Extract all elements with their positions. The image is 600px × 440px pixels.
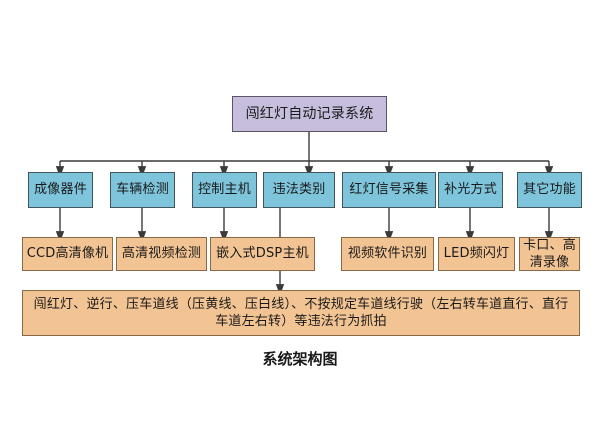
- node-level1-label: 成像器件: [34, 182, 87, 198]
- node-level2-label: 卡口、高清录像: [523, 237, 576, 270]
- node-level1-imaging-device[interactable]: 成像器件: [28, 172, 93, 208]
- node-level1-other-functions[interactable]: 其它功能: [517, 172, 582, 208]
- node-level1-vehicle-detection[interactable]: 车辆检测: [110, 172, 175, 208]
- node-detail-violations[interactable]: 闯红灯、逆行、压车道线（压黄线、压白线）、不按规定车道线行驶（左右转车道直行、直…: [22, 290, 580, 336]
- node-level2-label: 视频软件识别: [347, 246, 428, 262]
- node-level1-label: 违法类别: [272, 182, 326, 198]
- node-level1-fill-light-mode[interactable]: 补光方式: [438, 172, 503, 208]
- node-level2-label: 嵌入式DSP主机: [216, 246, 309, 262]
- node-root[interactable]: 闯红灯自动记录系统: [232, 96, 387, 132]
- node-level1-label: 其它功能: [523, 182, 576, 198]
- node-level2-label: 高清视频检测: [121, 246, 202, 262]
- node-level1-label: 补光方式: [444, 182, 497, 198]
- node-level2-embedded-dsp-host[interactable]: 嵌入式DSP主机: [210, 237, 315, 271]
- node-level1-control-host[interactable]: 控制主机: [192, 172, 257, 208]
- node-root-label: 闯红灯自动记录系统: [245, 105, 374, 122]
- node-level2-video-software-recognition[interactable]: 视频软件识别: [341, 237, 434, 271]
- node-level1-label: 控制主机: [198, 182, 251, 198]
- node-level2-label: LED频闪灯: [443, 246, 510, 262]
- node-level2-hd-video-detection[interactable]: 高清视频检测: [116, 237, 207, 271]
- node-level1-violation-category[interactable]: 违法类别: [263, 172, 335, 208]
- node-level1-label: 红灯信号采集: [349, 182, 429, 198]
- node-level2-checkpoint-hd-recording[interactable]: 卡口、高清录像: [519, 237, 580, 271]
- node-level1-red-light-signal[interactable]: 红灯信号采集: [342, 172, 436, 208]
- node-level2-led-strobe-light[interactable]: LED频闪灯: [438, 237, 515, 271]
- node-level2-label: CCD高清像机: [26, 246, 109, 262]
- node-detail-label: 闯红灯、逆行、压车道线（压黄线、压白线）、不按规定车道线行驶（左右转车道直行、直…: [33, 296, 569, 329]
- node-level1-label: 车辆检测: [116, 182, 169, 198]
- figure-caption: 系统架构图: [262, 350, 338, 368]
- node-level2-ccd-camera[interactable]: CCD高清像机: [22, 237, 113, 271]
